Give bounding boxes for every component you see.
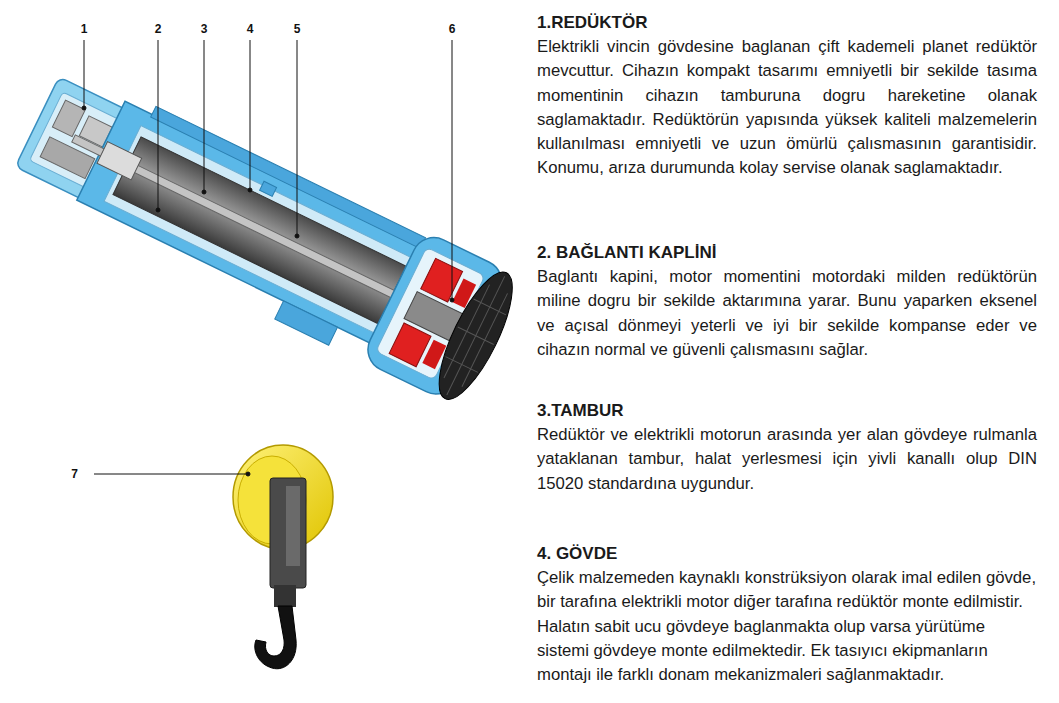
callout-number: 5: [294, 22, 301, 36]
section-heading: 3.TAMBUR: [537, 400, 624, 422]
callout-number: 3: [201, 22, 208, 36]
callout-number: 4: [247, 22, 254, 36]
callout-number: 7: [71, 467, 78, 481]
section-heading: 1.REDÜKTÖR: [537, 12, 648, 34]
callout-number: 1: [81, 22, 88, 36]
hook-block: [233, 445, 333, 669]
section-body: Çelik malzemeden kaynaklı konstrüksiyon …: [537, 566, 1037, 687]
section-body: Baglantı kapini, motor momentini motorda…: [537, 265, 1037, 362]
section-heading: 2. BAĞLANTI KAPLİNİ: [537, 242, 716, 264]
callout-number: 6: [449, 22, 456, 36]
section-body: Redüktör ve elektrikli motorun arasında …: [537, 423, 1037, 496]
hoist-body: [5, 57, 527, 411]
section-body: Elektrikli vincin gövdesine baglanan çif…: [537, 35, 1037, 181]
callout-number: 2: [155, 22, 162, 36]
leader-lines: [82, 40, 454, 476]
section-heading: 4. GÖVDE: [537, 543, 617, 565]
